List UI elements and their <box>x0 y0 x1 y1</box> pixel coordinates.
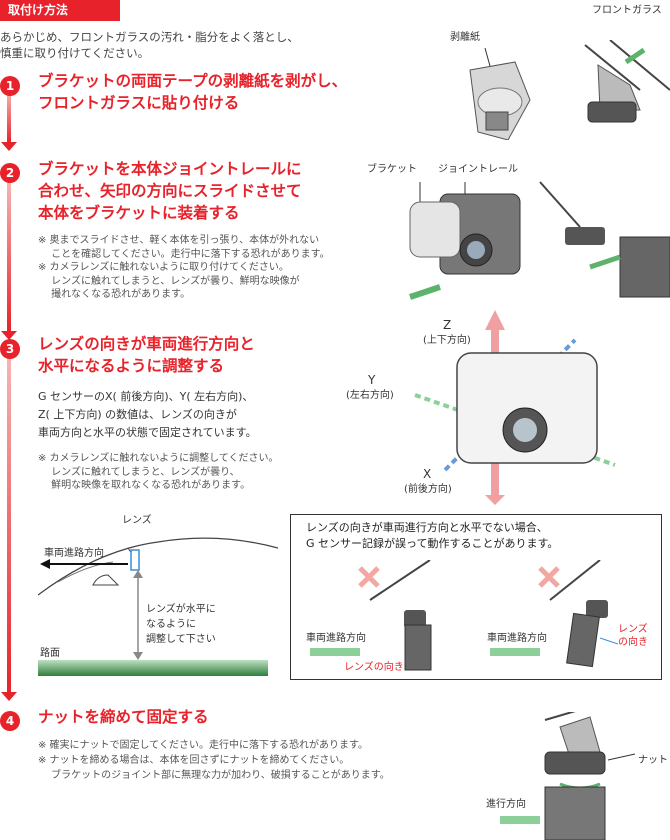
lens-direction-label: レンズの向き <box>344 662 404 673</box>
axis-diagram <box>414 310 616 505</box>
title-line: 本体をブラケットに装着する <box>38 204 240 222</box>
step-4-notes: ※ 確実にナットで固定してください。走行中に落下する恐れがあります。 ※ ナット… <box>38 738 390 783</box>
step-number: 4 <box>0 711 20 731</box>
note-line: ことを確認してください。走行中に落下する恐れがあります。 <box>38 248 330 260</box>
title-line: 合わせ、矢印の方向にスライドさせて <box>38 182 302 200</box>
note-line: ※ 確実にナットで固定してください。走行中に落下する恐れがあります。 <box>38 740 368 751</box>
title-line: ブラケットを本体ジョイントレールに <box>38 160 302 178</box>
joint-rail-label: ジョイントレール <box>438 164 518 175</box>
intro-line: あらかじめ、フロントガラスの汚れ・脂分をよく落とし、 <box>0 30 299 44</box>
warning-line: レンズの向きが車両進行方向と水平でない場合、 <box>306 521 548 534</box>
note-line: ※ 奥までスライドさせ、軽く本体を引っ張り、本体が外れない <box>38 235 320 246</box>
travel-direction-label-c: 進行方向 <box>486 799 526 810</box>
x-axis-label: X <box>423 467 432 481</box>
step-2-title: ブラケットを本体ジョイントレールに 合わせ、矢印の方向にスライドさせて 本体をブ… <box>38 158 302 224</box>
intro-text: あらかじめ、フロントガラスの汚れ・脂分をよく落とし、 慎重に取り付けてください。 <box>0 29 299 61</box>
step-1-title: ブラケットの両面テープの剥離紙を剥がし、 フロントガラスに貼り付ける <box>38 70 347 114</box>
flow-line <box>7 91 11 143</box>
warning-illustration <box>310 560 619 671</box>
flow-arrowhead <box>1 331 17 340</box>
title-line: ナットを締めて固定する <box>38 708 209 726</box>
bracket-label: ブラケット <box>367 164 417 175</box>
title-line: ブラケットの両面テープの剥離紙を剥がし、 <box>38 72 348 90</box>
peel-label: 剥離紙 <box>450 32 480 43</box>
road-label: 路面 <box>40 648 60 659</box>
warning-line: G センサー記録が誤って動作することがあります。 <box>306 537 559 550</box>
step1-illustration <box>469 40 670 140</box>
travel-direction-label-b: 車両進路方向 <box>487 633 547 644</box>
level-note-line: なるように <box>146 619 196 630</box>
warning-text: レンズの向きが車両進行方向と水平でない場合、 G センサー記録が誤って動作するこ… <box>306 520 558 552</box>
section-tag: 取付け方法 <box>0 0 120 21</box>
step-3-body: G センサーのX( 前後方向)、Y( 左右方向)、 Z( 上下方向) の数値は、… <box>38 388 257 442</box>
intro-line: 慎重に取り付けてください。 <box>0 46 150 60</box>
step-3-notes: ※ カメラレンズに触れないように調整してください。 レンズに触れてしまうと、レン… <box>38 452 279 493</box>
note-line: 鮮明な映像を取れなくなる恐れがあります。 <box>38 480 251 491</box>
step-number: 2 <box>0 163 20 183</box>
lens-direction-label-b: レンズ の向き <box>618 623 648 649</box>
z-axis-sub: (上下方向) <box>423 335 471 346</box>
x-axis-sub: (前後方向) <box>404 484 452 495</box>
note-line: ブラケットのジョイント部に無理な力が加わり、破損することがあります。 <box>38 770 390 781</box>
step-3-title: レンズの向きが車両進行方向と 水平になるように調整する <box>38 333 255 377</box>
note-line: レンズに触れてしまうと、レンズが曇り、鮮明な映像が <box>38 275 300 287</box>
body-line: 車両方向と水平の状態で固定されています。 <box>38 426 257 439</box>
title-line: レンズの向きが車両進行方向と <box>38 335 255 353</box>
note-line: ※ ナットを締める場合は、本体を回さずにナットを締めてください。 <box>38 755 350 766</box>
note-line: レンズに触れてしまうと、レンズが曇り、 <box>38 466 240 478</box>
level-note-line: 調整して下さい <box>146 634 216 645</box>
flow-arrowhead <box>1 692 17 701</box>
body-line: Z( 上下方向) の数値は、レンズの向きが <box>38 408 237 421</box>
travel-direction-label: 車両進路方向 <box>44 548 104 559</box>
flow-line <box>7 180 11 332</box>
travel-direction-label-a: 車両進路方向 <box>306 633 366 644</box>
warning-box <box>290 514 662 680</box>
note-line: 撮れなくなる恐れがあります。 <box>38 289 191 300</box>
step-number: 3 <box>0 339 20 359</box>
flow-arrowhead <box>1 142 17 151</box>
flow-line <box>7 354 11 694</box>
car-diagram <box>38 537 278 676</box>
step-4-title: ナットを締めて固定する <box>38 706 209 728</box>
z-axis-label: Z <box>443 318 452 332</box>
step4-illustration <box>500 712 636 840</box>
step-number: 1 <box>0 76 20 96</box>
nut-label: ナット <box>638 755 668 766</box>
note-line: ※ カメラレンズに触れないように取り付けてください。 <box>38 262 289 273</box>
y-axis-label: Y <box>368 373 376 387</box>
title-line: 水平になるように調整する <box>38 357 225 375</box>
level-note: レンズが水平に なるように 調整して下さい <box>146 602 216 647</box>
note-line: ※ カメラレンズに触れないように調整してください。 <box>38 453 279 464</box>
lens-dir-line: の向き <box>618 637 648 648</box>
step2-illustration <box>409 181 670 300</box>
step-2-notes: ※ 奥までスライドさせ、軽く本体を引っ張り、本体が外れない ことを確認してくださ… <box>38 234 330 302</box>
level-note-line: レンズが水平に <box>146 604 216 615</box>
lens-dir-line: レンズ <box>618 624 648 635</box>
body-line: G センサーのX( 前後方向)、Y( 左右方向)、 <box>38 390 254 403</box>
front-glass-label: フロントガラス <box>592 5 662 16</box>
lens-label: レンズ <box>122 515 152 526</box>
title-line: フロントガラスに貼り付ける <box>38 94 240 112</box>
y-axis-sub: (左右方向) <box>346 390 394 401</box>
